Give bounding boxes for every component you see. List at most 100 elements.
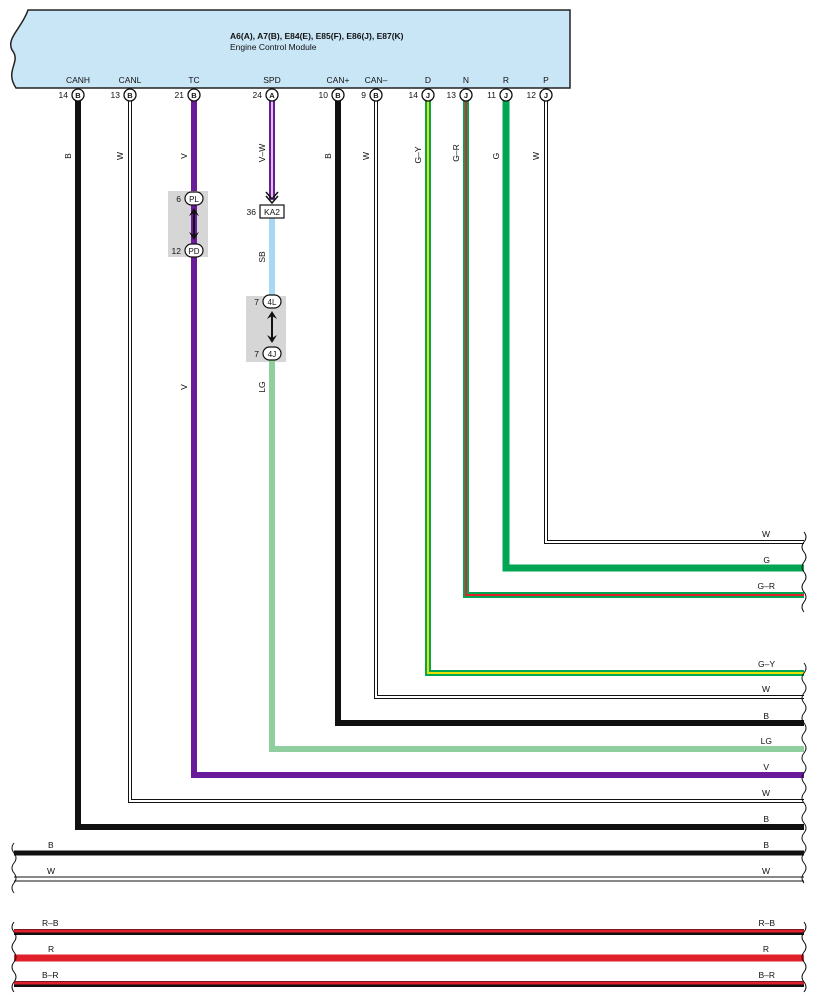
wire-label-d: G–Y (413, 146, 423, 163)
wire-p (544, 100, 804, 544)
pin-name-can-plus: CAN+ (327, 75, 350, 85)
right-label-n: G–R (758, 581, 775, 591)
pin-name-p: P (543, 75, 549, 85)
module-subtitle: Engine Control Module (230, 42, 317, 52)
svg-text:14: 14 (409, 90, 419, 100)
svg-text:B: B (191, 91, 197, 100)
ecm-module-box (9, 9, 571, 89)
connector-4j-terminal: 7 4J (254, 346, 282, 361)
right-label-r: G (763, 555, 770, 565)
svg-text:KA2: KA2 (264, 207, 280, 217)
svg-text:B: B (373, 91, 379, 100)
left-break-marks (11, 842, 17, 993)
connector-pd-terminal: 12 PD (172, 243, 204, 258)
pin-name-canh: CANH (66, 75, 90, 85)
connector-4l-terminal: 7 4L (254, 294, 282, 309)
wire-label-canl: W (115, 152, 125, 160)
pin-name-can-minus: CAN– (365, 75, 388, 85)
pin-terminal-spd: 24 A (253, 88, 279, 102)
wire-canh (75, 100, 804, 830)
svg-text:12: 12 (527, 90, 537, 100)
wire-r (502, 100, 804, 572)
svg-text:4L: 4L (268, 298, 277, 307)
bus-line-b-r (14, 981, 804, 987)
svg-text:14: 14 (59, 90, 69, 100)
svg-text:12: 12 (172, 246, 182, 256)
wire-label-canh: B (63, 153, 73, 159)
svg-text:21: 21 (175, 90, 185, 100)
svg-text:4J: 4J (268, 350, 276, 359)
pin-terminal-can-minus: 9 B (361, 88, 383, 102)
wire-d (425, 100, 804, 676)
svg-text:PL: PL (189, 195, 199, 204)
bus-label-r-b-left: R–B (42, 918, 59, 928)
svg-text:7: 7 (254, 349, 259, 359)
svg-text:B: B (75, 91, 81, 100)
pin-name-d: D (425, 75, 431, 85)
right-label-canl: W (762, 788, 770, 798)
svg-text:10: 10 (319, 90, 329, 100)
right-break-marks (801, 531, 807, 993)
pin-terminal-can-plus: 10 B (319, 88, 345, 102)
svg-text:B: B (127, 91, 133, 100)
svg-text:J: J (464, 91, 468, 100)
connector-pl-terminal: 6 PL (176, 191, 204, 206)
wire-label-tc-lower: V (179, 384, 189, 390)
svg-text:11: 11 (487, 90, 496, 100)
svg-text:24: 24 (253, 90, 263, 100)
right-label-tc: V (763, 762, 769, 772)
bus-label-b-right: B (763, 840, 769, 850)
svg-text:PD: PD (188, 247, 199, 256)
right-label-p: W (762, 529, 770, 539)
svg-text:A: A (269, 91, 275, 100)
bus-label-w-right: W (762, 866, 770, 876)
pin-name-r: R (503, 75, 509, 85)
wire-can-plus (335, 100, 804, 726)
bus-line-r-b (14, 929, 804, 935)
wire-label-spd-lower: LG (257, 381, 267, 392)
pin-name-canl: CANL (119, 75, 142, 85)
pin-terminal-canl: 13 B (111, 88, 137, 102)
bus-label-r-b-right: R–B (758, 918, 775, 928)
bus-label-b-r-right: B–R (758, 970, 775, 980)
wire-label-n: G–R (451, 144, 461, 161)
svg-text:J: J (426, 91, 430, 100)
pin-name-tc: TC (188, 75, 199, 85)
inline-connector-pl-pd: 6 PL 12 PD (168, 191, 208, 258)
bus-label-r-left: R (48, 944, 54, 954)
svg-text:36: 36 (247, 207, 257, 217)
double-chevron-down-icon (265, 191, 279, 205)
pin-terminal-n: 13 J (447, 88, 473, 102)
right-label-spd: LG (761, 736, 772, 746)
wire-label-r: G (491, 153, 501, 160)
bus-label-b-left: B (48, 840, 54, 850)
pin-terminal-canh: 14 B (59, 88, 85, 102)
bus-label-b-r-left: B–R (42, 970, 59, 980)
svg-text:J: J (504, 91, 508, 100)
svg-text:B: B (335, 91, 341, 100)
pin-terminal-p: 12 J (527, 88, 553, 102)
pin-terminal-d: 14 J (409, 88, 435, 102)
right-label-d: G–Y (758, 659, 775, 669)
wire-can-minus (374, 100, 804, 699)
pin-terminal-r: 11 J (487, 88, 513, 102)
svg-text:13: 13 (447, 90, 457, 100)
bus-label-w-left: W (47, 866, 55, 876)
wire-spd-lower (269, 360, 804, 752)
wire-label-spd: V–W (257, 144, 267, 162)
wire-label-spd-middle: SB (257, 251, 267, 263)
svg-text:6: 6 (176, 194, 181, 204)
arrow-down-icon (189, 232, 199, 240)
right-label-can-plus: B (763, 711, 769, 721)
right-label-can-minus: W (762, 684, 770, 694)
bus-label-r-right: R (763, 944, 769, 954)
svg-text:J: J (544, 91, 548, 100)
wire-label-can-minus: W (361, 152, 371, 160)
right-label-canh: B (763, 814, 769, 824)
svg-text:7: 7 (254, 297, 259, 307)
wire-label-p: W (531, 152, 541, 160)
pin-terminal-tc: 21 B (175, 88, 201, 102)
wire-n (463, 100, 804, 598)
svg-text:13: 13 (111, 90, 121, 100)
